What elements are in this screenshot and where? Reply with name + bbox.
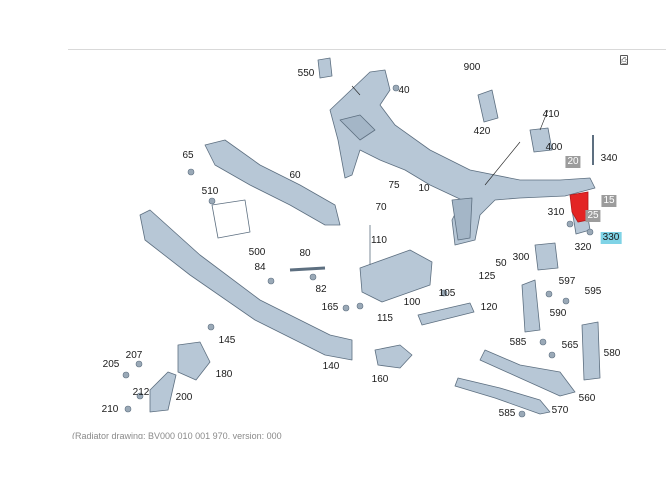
callout-300[interactable]: 300 [512,252,530,263]
callout-330[interactable]: 330 [600,232,622,244]
part-590-bracket [521,279,541,333]
part-560-rail [479,349,576,397]
callout-10[interactable]: 10 [418,183,430,194]
callout-125[interactable]: 125 [478,271,496,282]
top-divider [68,49,666,50]
part-180-mount [177,341,211,381]
callout-590[interactable]: 590 [549,308,567,319]
drawing-caption: (Radiator drawing; BV000 010 001 970, ve… [72,431,282,439]
callout-340[interactable]: 340 [600,153,618,164]
callout-207[interactable]: 207 [125,350,143,361]
callout-200[interactable]: 200 [175,392,193,403]
part-500-bracket [211,199,251,239]
callout-570[interactable]: 570 [551,405,569,416]
callout-84[interactable]: 84 [254,262,266,273]
callout-140[interactable]: 140 [322,361,340,372]
callout-105[interactable]: 105 [438,288,456,299]
callout-160[interactable]: 160 [371,374,389,385]
callout-82[interactable]: 82 [315,284,327,295]
callout-70[interactable]: 70 [375,202,387,213]
callout-400[interactable]: 400 [545,142,563,153]
part-550 [317,57,333,79]
callout-80[interactable]: 80 [299,248,311,259]
callout-595[interactable]: 595 [584,286,602,297]
callout-40[interactable]: 40 [398,85,410,96]
callout-510[interactable]: 510 [201,186,219,197]
callout-205[interactable]: 205 [102,359,120,370]
callout-212[interactable]: 212 [132,387,150,398]
callout-320[interactable]: 320 [574,242,592,253]
callout-115[interactable]: 115 [377,313,393,324]
part-200-bracket [149,371,177,413]
callout-585-upper[interactable]: 585 [509,337,527,348]
callout-420[interactable]: 420 [473,126,491,137]
callout-310[interactable]: 310 [547,207,565,218]
callout-50[interactable]: 50 [495,258,507,269]
part-160-clip [374,344,413,369]
part-400-bracket [529,127,553,153]
callout-500[interactable]: 500 [248,247,266,258]
callout-585-lower[interactable]: 585 [498,408,516,419]
callout-75[interactable]: 75 [388,180,400,191]
callout-100[interactable]: 100 [403,297,421,308]
callout-60[interactable]: 60 [289,170,301,181]
part-140-crossmember [139,209,353,361]
callout-210[interactable]: 210 [101,404,119,415]
callout-165[interactable]: 165 [321,302,339,313]
part-420-bracket [477,89,499,123]
callout-597[interactable]: 597 [558,276,576,287]
callout-560[interactable]: 560 [578,393,596,404]
callout-25[interactable]: 25 [585,210,601,222]
callout-120[interactable]: 120 [480,302,498,313]
callout-65[interactable]: 65 [182,150,194,161]
highlighted-part-15-25 [569,191,589,223]
part-570-rail [454,377,551,415]
part-120-bar [417,302,475,326]
callout-550[interactable]: 550 [297,68,315,79]
part-100-box [359,249,433,303]
callout-145[interactable]: 145 [218,335,236,346]
part-580-bar [581,321,601,381]
callout-580[interactable]: 580 [603,348,621,359]
window-corner-icon[interactable]: ⎙ [620,55,628,65]
callout-900[interactable]: 900 [463,62,481,73]
part-300-bracket [534,242,559,271]
callout-110[interactable]: 110 [371,235,387,246]
callout-410[interactable]: 410 [542,109,560,120]
callout-565[interactable]: 565 [561,340,579,351]
callout-180[interactable]: 180 [215,369,233,380]
part-60-bracket [204,139,341,226]
callout-15[interactable]: 15 [601,195,617,207]
callout-20[interactable]: 20 [565,156,581,168]
